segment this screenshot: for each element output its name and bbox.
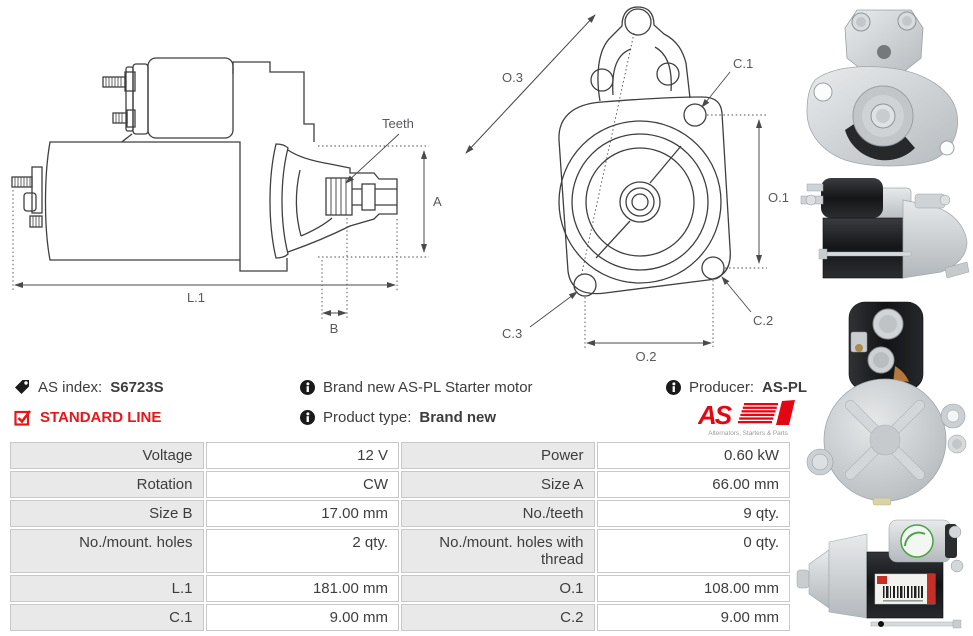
dim-o2-label: O.2 bbox=[636, 349, 657, 364]
product-type-line: Product type: Brand new bbox=[300, 406, 533, 428]
brand-new-line: Brand new AS-PL Starter motor bbox=[300, 376, 533, 398]
spec-value-cell: 12 V bbox=[205, 442, 399, 469]
green-quality-sticker bbox=[900, 524, 934, 558]
product-type-label: Product type: bbox=[323, 408, 412, 426]
dim-o3-label: O.3 bbox=[502, 70, 523, 85]
product-label bbox=[874, 573, 936, 605]
dim-a-label: A bbox=[433, 194, 442, 209]
spec-value-cell: 66.00 mm bbox=[596, 471, 790, 498]
logo-text: AS bbox=[698, 400, 733, 430]
producer-label: Producer: bbox=[689, 378, 755, 396]
spec-label-cell: Size B bbox=[10, 500, 204, 527]
spec-value-cell: CW bbox=[205, 471, 399, 498]
spec-value-cell: 0.60 kW bbox=[596, 442, 790, 469]
spec-label-cell: C.2 bbox=[401, 604, 595, 631]
spec-label-cell: C.1 bbox=[10, 604, 204, 631]
tag-icon bbox=[14, 379, 30, 395]
brand-new-text: Brand new AS-PL Starter motor bbox=[323, 378, 533, 396]
spec-label-cell: Voltage bbox=[10, 442, 204, 469]
spec-value-cell: 0 qty. bbox=[596, 529, 790, 573]
table-row: No./mount. holes 2 qty. No./mount. holes… bbox=[10, 529, 790, 573]
product-photo-front-view bbox=[806, 9, 958, 167]
table-row: Rotation CW Size A 66.00 mm bbox=[10, 471, 790, 498]
table-row: C.1 9.00 mm C.2 9.00 mm bbox=[10, 604, 790, 631]
spec-table: Voltage 12 V Power 0.60 kW Rotation CW S… bbox=[8, 440, 792, 633]
as-pl-logo: AS Alternators, Starters & Parts bbox=[697, 400, 795, 437]
mounting-bolts bbox=[851, 11, 917, 32]
as-index-line: AS index: S6723S bbox=[14, 376, 164, 398]
starter-front-view-drawing: O.3 C.1 O.1 C.2 C.3 O.2 bbox=[465, 6, 789, 364]
spec-label-cell: No./teeth bbox=[401, 500, 595, 527]
dim-c2-label: C.2 bbox=[753, 313, 773, 328]
info-icon bbox=[300, 409, 315, 425]
spec-value-cell: 2 qty. bbox=[205, 529, 399, 573]
as-index-value: S6723S bbox=[110, 378, 164, 396]
product-photo-side-label-view bbox=[796, 519, 964, 629]
producer-value: AS-PL bbox=[762, 378, 808, 396]
flange-outline bbox=[558, 6, 731, 297]
dim-l1-label: L.1 bbox=[187, 290, 205, 305]
teeth-label: Teeth bbox=[382, 116, 414, 131]
info-icon bbox=[666, 379, 681, 395]
spec-label-cell: L.1 bbox=[10, 575, 204, 602]
dim-b-label: B bbox=[330, 321, 339, 336]
spec-value-cell: 9.00 mm bbox=[205, 604, 399, 631]
spec-value-cell: 17.00 mm bbox=[205, 500, 399, 527]
product-id-block: AS index: S6723S STANDARD LINE bbox=[14, 376, 164, 428]
table-row: Voltage 12 V Power 0.60 kW bbox=[10, 442, 790, 469]
spec-label-cell: No./mount. holes with thread bbox=[401, 529, 595, 573]
spec-value-cell: 108.00 mm bbox=[596, 575, 790, 602]
motor-outline bbox=[11, 57, 398, 272]
dim-o1-label: O.1 bbox=[768, 190, 789, 205]
product-photo-rear-view bbox=[806, 301, 967, 506]
product-photo-side-view bbox=[800, 178, 970, 279]
starter-side-view-drawing: Teeth A L.1 B bbox=[11, 57, 442, 336]
standard-line-row: STANDARD LINE bbox=[14, 406, 164, 428]
product-type-value: Brand new bbox=[419, 408, 497, 426]
spec-label-cell: Rotation bbox=[10, 471, 204, 498]
dim-c1-label: C.1 bbox=[733, 56, 753, 71]
side-view-dimensions bbox=[12, 133, 429, 319]
spec-value-cell: 9 qty. bbox=[596, 500, 790, 527]
producer-line: Producer: AS-PL bbox=[666, 376, 807, 398]
spec-label-cell: No./mount. holes bbox=[10, 529, 204, 573]
logo-stripes bbox=[738, 400, 795, 425]
spec-label-cell: O.1 bbox=[401, 575, 595, 602]
spec-value-cell: 181.00 mm bbox=[205, 575, 399, 602]
info-icon bbox=[300, 379, 315, 395]
spec-label-cell: Power bbox=[401, 442, 595, 469]
standard-line-label: STANDARD LINE bbox=[40, 408, 162, 426]
front-view-dimensions bbox=[465, 14, 767, 349]
checkbox-checked-icon bbox=[14, 409, 32, 426]
table-row: Size B 17.00 mm No./teeth 9 qty. bbox=[10, 500, 790, 527]
dim-c3-label: C.3 bbox=[502, 326, 522, 341]
as-index-label: AS index: bbox=[38, 378, 103, 396]
logo-tagline: Alternators, Starters & Parts bbox=[708, 430, 788, 437]
spec-value-cell: 9.00 mm bbox=[596, 604, 790, 631]
spec-label-cell: Size A bbox=[401, 471, 595, 498]
table-row: L.1 181.00 mm O.1 108.00 mm bbox=[10, 575, 790, 602]
producer-block: Producer: AS-PL AS Alternators, Starters… bbox=[666, 376, 807, 445]
product-desc-block: Brand new AS-PL Starter motor Product ty… bbox=[300, 376, 533, 428]
